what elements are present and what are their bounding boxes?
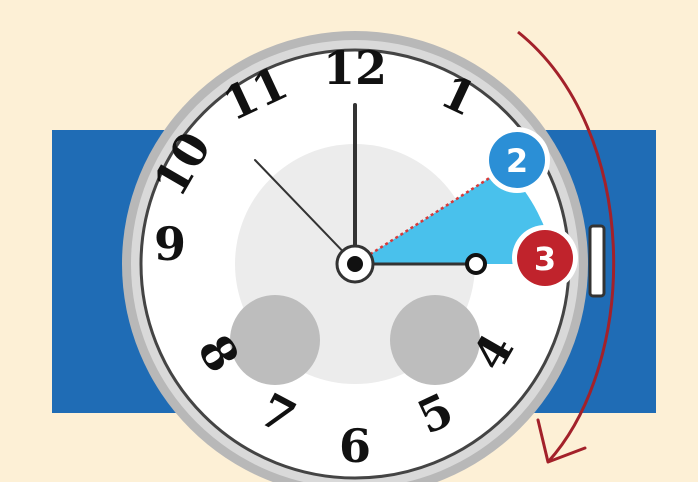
left-subdial — [230, 295, 320, 385]
numeral-9: 9 — [154, 217, 186, 271]
numeral-6: 6 — [339, 419, 371, 473]
marker-2: 2 — [484, 127, 550, 193]
crown-icon — [590, 226, 604, 296]
marker-3: 3 — [512, 225, 578, 291]
numeral-12: 12 — [323, 41, 387, 95]
hand-tip — [467, 255, 485, 273]
center-pin-core — [347, 256, 363, 272]
right-subdial — [390, 295, 480, 385]
marker-3-label: 3 — [534, 240, 556, 278]
marker-2-label: 2 — [506, 142, 528, 180]
